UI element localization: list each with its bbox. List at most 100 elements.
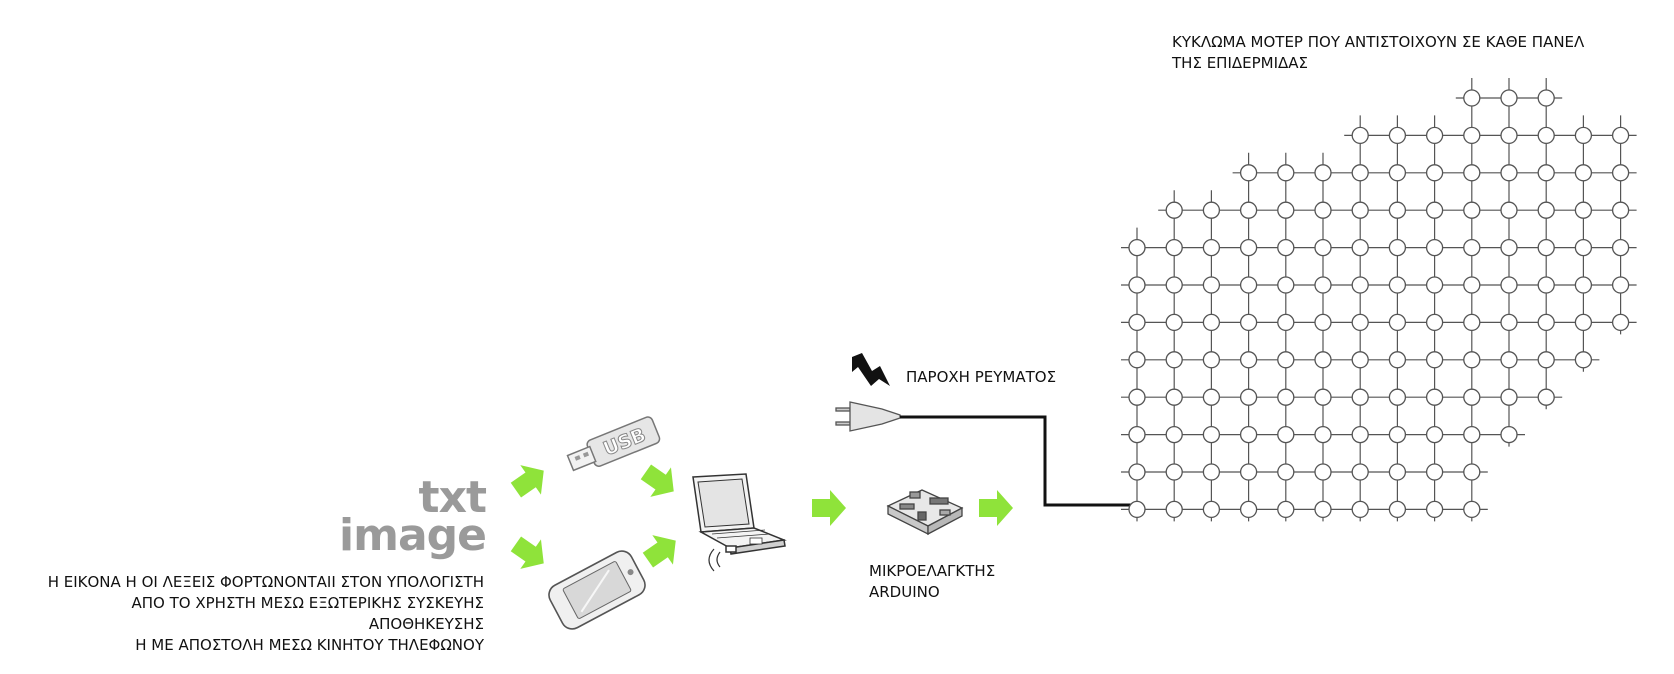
arrow-to-phone xyxy=(505,529,555,579)
motor-node xyxy=(1500,164,1518,182)
motor-node xyxy=(1425,126,1444,145)
arrow-to-usb xyxy=(505,455,555,505)
motor-node xyxy=(1351,500,1369,519)
motor-node xyxy=(1500,238,1518,257)
description-line2: ΑΠΟ ΤΟ ΧΡΗΣΤΗ ΜΕΣΩ ΕΞΩΤΕΡΙΚΗΣ ΣΥΣΚΕΥΗΣ xyxy=(131,594,484,612)
motor-node xyxy=(1239,425,1258,444)
arduino-label: ΜΙΚΡΟΕΛΑΓΚΤΗΣ ARDUINO xyxy=(869,561,995,603)
motor-node xyxy=(1388,313,1407,332)
arduino-label-line1: ΜΙΚΡΟΕΛΑΓΚΤΗΣ xyxy=(869,562,996,580)
motor-node xyxy=(1574,351,1593,369)
motor-node xyxy=(1537,388,1555,406)
description-line4: Η ΜΕ ΑΠΟΣΤΟΛΗ ΜΕΣΩ ΚΙΝΗΤΟΥ ΤΗΛΕΦΩΝΟΥ xyxy=(135,636,484,654)
motor-node xyxy=(1351,126,1369,145)
motor-node xyxy=(1165,313,1183,332)
motor-node xyxy=(1277,463,1295,481)
word-image: image xyxy=(339,510,487,561)
motor-node xyxy=(1388,164,1407,182)
motor-node xyxy=(1351,351,1369,369)
motor-node xyxy=(1314,500,1332,519)
motor-node xyxy=(1537,89,1555,107)
motor-node xyxy=(1351,201,1369,219)
motor-node xyxy=(1463,425,1481,444)
motor-node xyxy=(1463,89,1481,107)
motor-node xyxy=(1351,388,1369,406)
motor-node xyxy=(1388,276,1407,294)
laptop-icon xyxy=(692,473,787,572)
motor-node xyxy=(1574,164,1593,182)
motor-node xyxy=(1277,500,1295,519)
motor-node xyxy=(1314,425,1332,444)
description-line3: ΑΠΟΘΗΚΕΥΣΗΣ xyxy=(368,615,484,633)
motor-node xyxy=(1500,425,1518,444)
motor-node xyxy=(1574,201,1593,219)
motor-node xyxy=(1500,89,1518,107)
motor-node xyxy=(1239,351,1258,369)
motor-node xyxy=(1239,164,1258,182)
motor-node xyxy=(1128,351,1146,369)
motor-node xyxy=(1314,164,1332,182)
motor-node xyxy=(1351,313,1369,332)
motor-node xyxy=(1537,126,1555,145)
motor-node xyxy=(1165,276,1183,294)
motor-node xyxy=(1463,238,1481,257)
motor-node xyxy=(1463,313,1481,332)
motor-node xyxy=(1425,463,1444,481)
motor-node xyxy=(1239,388,1258,406)
motor-node xyxy=(1277,164,1295,182)
grid-title: ΚΥΚΛΩΜΑ ΜΟΤΕΡ ΠΟΥ ΑΝΤΙΣΤΟΙΧΟΥΝ ΣΕ ΚΑΘΕ Π… xyxy=(1172,32,1584,74)
motor-node xyxy=(1463,463,1481,481)
motor-node xyxy=(1165,388,1183,406)
motor-node xyxy=(1388,351,1407,369)
motor-node xyxy=(1314,388,1332,406)
motor-node xyxy=(1537,238,1555,257)
motor-node xyxy=(1165,351,1183,369)
motor-node xyxy=(1537,351,1555,369)
motor-node xyxy=(1128,388,1146,406)
motor-node xyxy=(1351,425,1369,444)
motor-node xyxy=(1500,276,1518,294)
motor-node xyxy=(1388,388,1407,406)
motor-node xyxy=(1425,164,1444,182)
motor-grid xyxy=(1121,78,1637,522)
smartphone-icon xyxy=(548,550,646,630)
motor-node xyxy=(1425,388,1444,406)
motor-node xyxy=(1574,126,1593,145)
power-cable xyxy=(900,415,1137,507)
motor-node xyxy=(1388,463,1407,481)
motor-node xyxy=(1351,164,1369,182)
motor-node xyxy=(1314,238,1332,257)
motor-node xyxy=(1388,500,1407,519)
motor-node xyxy=(1500,126,1518,145)
arrow-laptop-to-arduino xyxy=(812,490,846,526)
motor-node xyxy=(1500,388,1518,406)
description-line1: Η ΕΙΚΟΝΑ Η ΟΙ ΛΕΞΕΙΣ ΦΟΡΤΩΝΟΝΤΑΙΙ ΣΤΟΝ Υ… xyxy=(47,573,484,591)
motor-node xyxy=(1165,201,1183,219)
motor-node xyxy=(1537,313,1555,332)
motor-node xyxy=(1425,313,1444,332)
motor-node xyxy=(1202,276,1221,294)
motor-node xyxy=(1202,388,1221,406)
arduino-label-line2: ARDUINO xyxy=(869,583,940,601)
motor-node xyxy=(1128,238,1146,257)
arrow-phone-to-laptop xyxy=(637,525,687,575)
motor-node xyxy=(1463,201,1481,219)
arduino-board-icon xyxy=(886,489,964,536)
motor-node xyxy=(1611,164,1630,182)
motor-node xyxy=(1165,463,1183,481)
motor-node xyxy=(1425,425,1444,444)
arrow-arduino-to-grid xyxy=(979,490,1013,526)
power-label: ΠΑΡΟΧΗ ΡΕΥΜΑΤΟΣ xyxy=(906,368,1057,386)
motor-node xyxy=(1388,126,1407,145)
motor-node xyxy=(1128,500,1146,519)
motor-node xyxy=(1277,276,1295,294)
motor-node xyxy=(1425,238,1444,257)
motor-node xyxy=(1574,276,1593,294)
motor-node xyxy=(1314,463,1332,481)
motor-node xyxy=(1202,500,1221,519)
motor-node xyxy=(1128,463,1146,481)
motor-node xyxy=(1611,313,1630,332)
grid-title-line1: ΚΥΚΛΩΜΑ ΜΟΤΕΡ ΠΟΥ ΑΝΤΙΣΤΟΙΧΟΥΝ ΣΕ ΚΑΘΕ Π… xyxy=(1172,33,1585,51)
motor-node xyxy=(1351,238,1369,257)
